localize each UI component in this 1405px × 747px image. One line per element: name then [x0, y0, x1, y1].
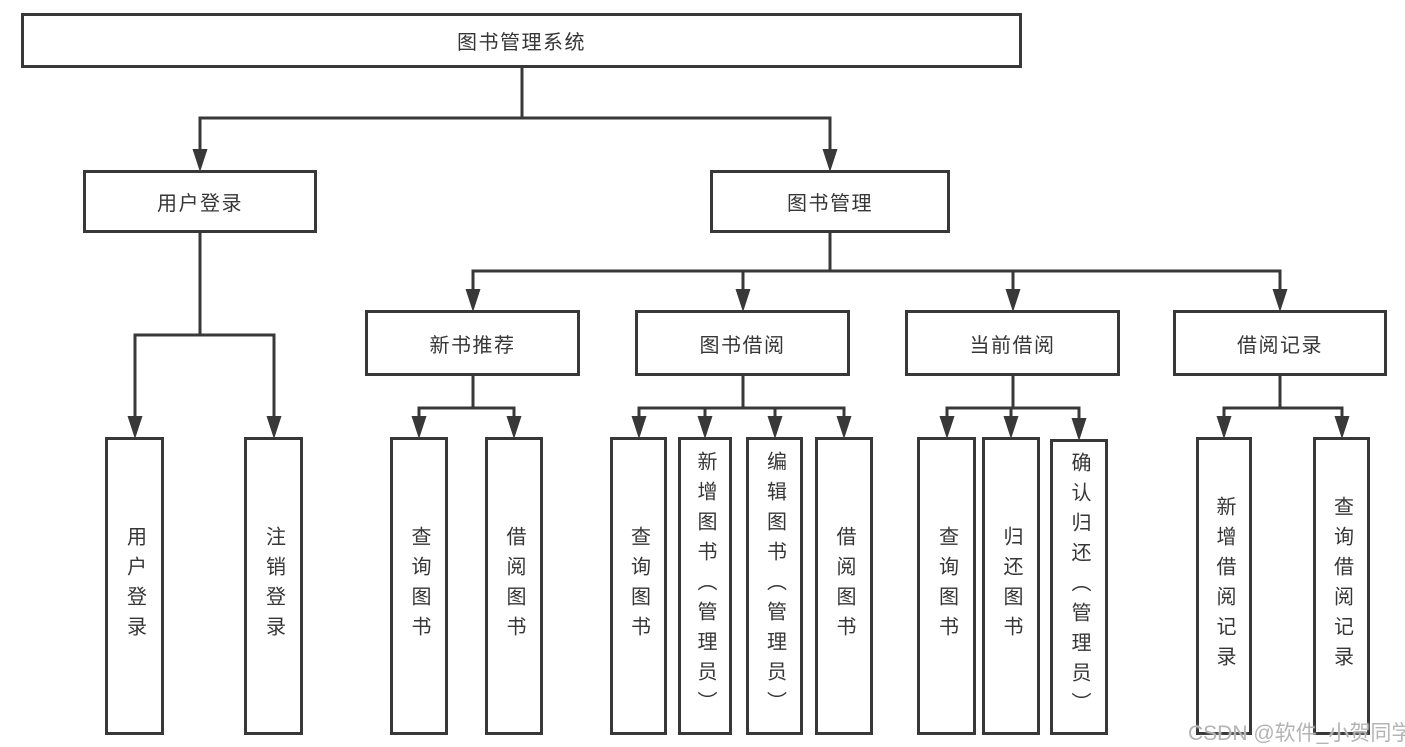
node-label: 图书借阅	[699, 334, 786, 357]
node-label: 用户登录	[157, 193, 243, 215]
node-query-books-c: 查询图书	[917, 437, 976, 735]
node-label: 借阅图书	[503, 526, 525, 646]
node-label: 借阅记录	[1237, 334, 1323, 357]
arrowhead-icon	[1071, 418, 1087, 441]
node-add-borrow-record: 新增借阅记录	[1196, 437, 1252, 735]
arrowhead-icon	[411, 416, 427, 439]
node-label: 查询借阅记录	[1330, 496, 1353, 676]
node-label: 新书推荐	[429, 334, 516, 357]
arrowhead-icon	[192, 149, 208, 172]
arrowhead-icon	[1216, 416, 1232, 439]
arrowhead-icon	[1003, 416, 1019, 439]
arrowhead-icon	[1005, 289, 1021, 312]
node-borrow-books-b: 借阅图书	[815, 437, 873, 735]
arrowhead-icon	[465, 289, 481, 312]
node-label: 新增图书（管理员）	[694, 451, 716, 721]
arrowhead-icon	[939, 416, 955, 439]
node-query-borrow-record: 查询借阅记录	[1313, 437, 1370, 735]
node-label: 用户登录	[123, 526, 146, 646]
arrowhead-icon	[767, 416, 783, 439]
node-label: 编辑图书（管理员）	[763, 451, 786, 721]
arrowhead-icon	[836, 416, 852, 439]
node-user-login: 用户登录	[83, 170, 317, 233]
node-label: 注销登录	[262, 526, 285, 646]
arrowhead-icon	[822, 149, 838, 172]
node-label: 确认归还（管理员）	[1068, 452, 1090, 722]
arrowhead-icon	[127, 416, 143, 439]
arrowhead-icon	[1272, 289, 1288, 312]
node-current-borrowing: 当前借阅	[905, 310, 1120, 376]
node-borrow-books-a: 借阅图书	[485, 437, 543, 735]
node-label: 查询图书	[935, 526, 958, 646]
node-label: 借阅图书	[833, 526, 855, 646]
node-return-books: 归还图书	[982, 437, 1040, 735]
arrowhead-icon	[735, 289, 751, 312]
node-book-management: 图书管理	[710, 170, 950, 233]
node-system: 图书管理系统	[21, 13, 1022, 68]
arrowhead-icon	[1334, 416, 1350, 439]
node-edit-books-admin: 编辑图书（管理员）	[746, 437, 803, 735]
arrowhead-icon	[506, 416, 522, 439]
node-borrowing-records: 借阅记录	[1173, 310, 1387, 376]
node-label: 归还图书	[1000, 526, 1022, 646]
node-query-books-b: 查询图书	[610, 437, 667, 735]
node-user-login-action: 用户登录	[105, 437, 164, 735]
arrowhead-icon	[631, 416, 647, 439]
arrowhead-icon	[266, 416, 282, 439]
node-label: 查询图书	[408, 526, 430, 646]
node-query-books-a: 查询图书	[390, 437, 448, 735]
node-label: 图书管理系统	[457, 32, 586, 54]
arrowhead-icon	[697, 416, 713, 439]
node-new-book-recommendation: 新书推荐	[365, 310, 580, 376]
node-label: 当前借阅	[969, 334, 1056, 357]
node-label: 图书管理	[787, 193, 873, 215]
node-logout-action: 注销登录	[244, 437, 303, 735]
node-book-borrowing: 图书借阅	[635, 310, 850, 376]
node-label: 新增借阅记录	[1213, 496, 1235, 676]
csdn-watermark: CSDN @软件_小贺同学	[1188, 722, 1405, 745]
node-confirm-return-admin: 确认归还（管理员）	[1050, 439, 1108, 735]
node-label: 查询图书	[627, 526, 650, 646]
node-add-books-admin: 新增图书（管理员）	[678, 437, 732, 735]
